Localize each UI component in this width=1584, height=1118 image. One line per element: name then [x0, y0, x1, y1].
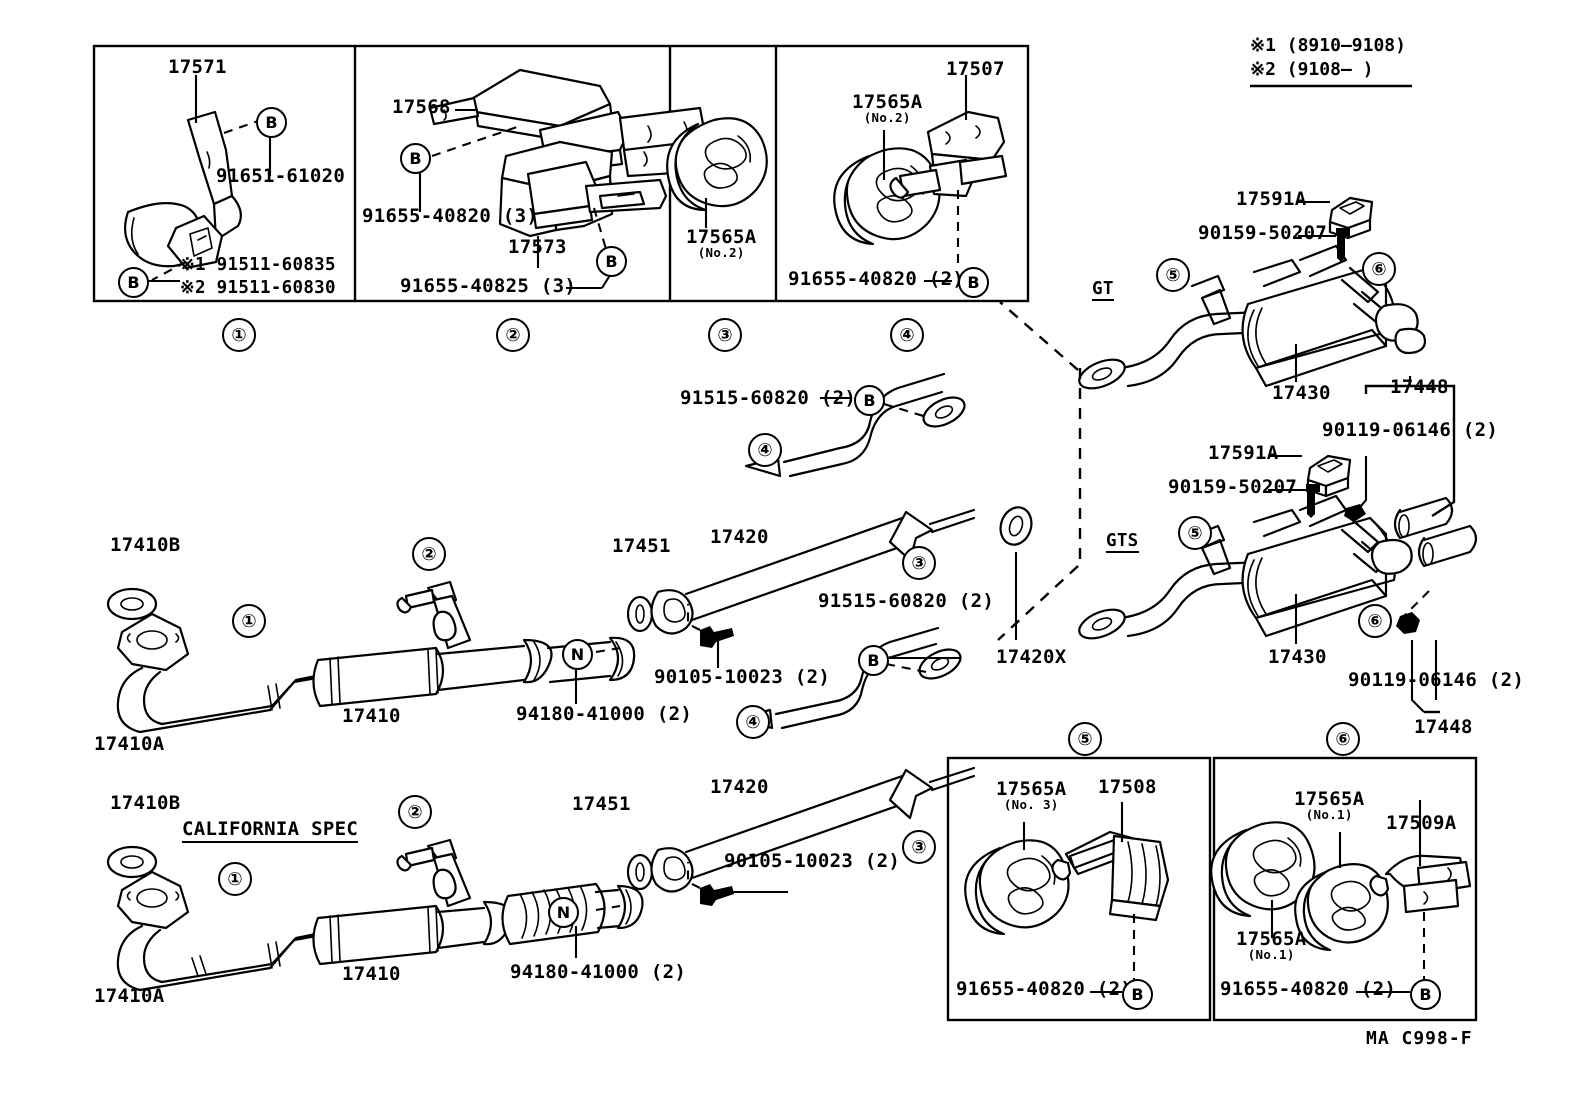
- date-range-legend: ※1 (8910–9108) ※2 (9108— ): [1250, 34, 1406, 83]
- label-91655-40820: 91655-40820 (2): [788, 268, 965, 290]
- callout-number-5-gt: ⑤: [1156, 258, 1190, 292]
- callout-number-6-gts: ⑥: [1358, 604, 1392, 638]
- callout-number-1: ①: [232, 604, 266, 638]
- label-91655-40825: 91655-40825 (3): [400, 275, 577, 297]
- date-note-2: ※2 (9108— ): [1250, 59, 1374, 81]
- california-spec-title: CALIFORNIA SPEC: [182, 819, 359, 843]
- note-mark-1: ※1: [180, 255, 206, 275]
- fastener-mark-n: N: [548, 897, 579, 928]
- label-90119-06146-upper: 90119-06146 (2): [1322, 419, 1499, 441]
- hanger-sub-label: (No. 3): [1003, 796, 1059, 812]
- hanger-sub-label: (No.1): [1305, 806, 1353, 822]
- label-17568: 17568: [392, 96, 451, 118]
- label-17420: 17420: [710, 526, 769, 548]
- panel-number-1: ①: [222, 318, 256, 352]
- callout-number-2-cal: ②: [398, 795, 432, 829]
- label-90119-06146-lower: 90119-06146 (2): [1348, 669, 1525, 691]
- label-17591a-gts: 17591A: [1208, 442, 1279, 464]
- callout-number-1-cal: ①: [218, 862, 252, 896]
- label-17571: 17571: [168, 56, 227, 78]
- fastener-mark-b: B: [256, 107, 287, 138]
- fastener-mark-b: B: [1410, 979, 1441, 1010]
- hanger-sub-label: (No.1): [1247, 946, 1295, 962]
- label-17410a-cal: 17410A: [94, 985, 165, 1007]
- fastener-mark-b: B: [596, 246, 627, 277]
- label-90105-10023: 90105-10023 (2): [654, 666, 831, 688]
- label-91651-61020: 91651-61020: [216, 165, 346, 187]
- bolt-number-1: 91511-60835: [216, 255, 336, 275]
- label-91655-40820-p5: 91655-40820 (2): [956, 978, 1133, 1000]
- fastener-mark-b: B: [118, 267, 149, 298]
- callout-number-5-gts: ⑤: [1178, 516, 1212, 550]
- grade-label-gts: GTS: [1106, 532, 1139, 554]
- hanger-part-number: 17565A: [852, 91, 923, 113]
- label-17430-gts: 17430: [1268, 646, 1327, 668]
- callout-number-3-upper: ③: [902, 546, 936, 580]
- label-91511-60835: ※1 91511-60835: [180, 256, 336, 274]
- callout-number-4-lower: ④: [736, 705, 770, 739]
- label-17448-bottom: 17448: [1414, 716, 1473, 738]
- panel-number-4: ④: [890, 318, 924, 352]
- label-90159-50207-gts: 90159-50207: [1168, 476, 1298, 498]
- diagram-code: MA C998-F: [1366, 1028, 1473, 1049]
- label-17573: 17573: [508, 236, 567, 258]
- panel-number-5: ⑤: [1068, 722, 1102, 756]
- fastener-mark-b: B: [858, 645, 889, 676]
- label-17430-gt: 17430: [1272, 382, 1331, 404]
- hanger-part-number: 17565A: [686, 226, 757, 248]
- panel-number-3: ③: [708, 318, 742, 352]
- label-17591a-gt: 17591A: [1236, 188, 1307, 210]
- label-17410b-cal: 17410B: [110, 792, 181, 814]
- label-17410-cal: 17410: [342, 963, 401, 985]
- label-17507: 17507: [946, 58, 1005, 80]
- callout-number-3-cal: ③: [902, 830, 936, 864]
- bolt-number-2: 91511-60830: [216, 278, 336, 298]
- label-17410b: 17410B: [110, 534, 181, 556]
- label-91511-60830: ※2 91511-60830: [180, 279, 336, 297]
- label-17451: 17451: [612, 535, 671, 557]
- hanger-part-number: 17565A: [1294, 788, 1365, 810]
- hanger-part-number: 17565A: [1236, 928, 1307, 950]
- label-17508: 17508: [1098, 776, 1157, 798]
- hanger-part-number: 17565A: [996, 778, 1067, 800]
- date-note-1: ※1 (8910–9108): [1250, 35, 1406, 56]
- callout-number-2: ②: [412, 537, 446, 571]
- label-17410: 17410: [342, 705, 401, 727]
- hanger-sub-label: (No.2): [697, 244, 745, 260]
- label-17509a: 17509A: [1386, 812, 1457, 834]
- label-90159-50207-gt: 90159-50207: [1198, 222, 1328, 244]
- label-17565a-no2: 17565A (No.2): [686, 226, 757, 260]
- label-91655-40820-p6: 91655-40820 (2): [1220, 978, 1397, 1000]
- label-17451-cal: 17451: [572, 793, 631, 815]
- hanger-sub-label: (No.2): [863, 109, 911, 125]
- panel-number-2: ②: [496, 318, 530, 352]
- fastener-mark-b: B: [854, 385, 885, 416]
- callout-number-6-gt: ⑥: [1362, 252, 1396, 286]
- fastener-mark-n: N: [562, 639, 593, 670]
- label-94180-41000: 94180-41000 (2): [516, 703, 693, 725]
- label-17420-cal: 17420: [710, 776, 769, 798]
- label-17565a-no2: 17565A (No.2): [852, 91, 923, 125]
- label-91515-60820-lower: 91515-60820 (2): [818, 590, 995, 612]
- label-17410a: 17410A: [94, 733, 165, 755]
- label-17565a-no1-left: 17565A (No.1): [1236, 928, 1307, 962]
- note-mark-2: ※2: [180, 278, 206, 298]
- label-17448-top: 17448: [1390, 376, 1449, 398]
- grade-label-gt: GT: [1092, 280, 1114, 302]
- label-17420x: 17420X: [996, 646, 1067, 668]
- callout-number-4-upper: ④: [748, 433, 782, 467]
- label-17565a-no1-mid: 17565A (No.1): [1294, 788, 1365, 822]
- label-91515-60820-upper: 91515-60820 (2): [680, 387, 857, 409]
- label-90105-10023-cal: 90105-10023 (2): [724, 850, 901, 872]
- fastener-mark-b: B: [400, 143, 431, 174]
- label-91655-40820: 91655-40820 (3): [362, 205, 539, 227]
- panel-number-6: ⑥: [1326, 722, 1360, 756]
- label-94180-41000-cal: 94180-41000 (2): [510, 961, 687, 983]
- fastener-mark-b: B: [958, 267, 989, 298]
- fastener-mark-b: B: [1122, 979, 1153, 1010]
- label-17565a-no3: 17565A (No. 3): [996, 778, 1067, 812]
